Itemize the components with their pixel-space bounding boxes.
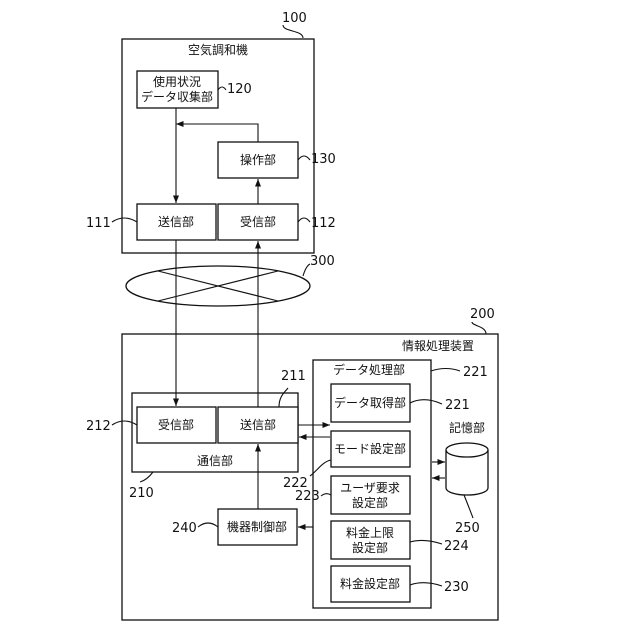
- ip-sender-label: 送信部: [240, 417, 276, 432]
- user-request-setting-line2: 設定部: [352, 495, 388, 510]
- storage-label: 記憶部: [449, 420, 485, 435]
- usage-data-collector-line2: データ収集部: [141, 89, 213, 104]
- usage-data-collector-ref: 120: [227, 82, 252, 97]
- ip-sender-ref: 211: [281, 369, 306, 384]
- operation-unit-ref: 130: [311, 152, 336, 167]
- data-acquisition-ref: 221: [445, 398, 470, 413]
- ac-sender-label: 送信部: [158, 214, 194, 229]
- info-processing-device-leader: [472, 322, 486, 334]
- air-conditioner-leader: [283, 25, 303, 38]
- air-conditioner-ref: 100: [282, 11, 307, 26]
- storage-ref: 250: [455, 521, 480, 536]
- communication-unit-label: 通信部: [197, 453, 233, 468]
- user-request-setting-line1: ユーザ要求: [340, 481, 400, 495]
- operation-unit-label: 操作部: [240, 152, 276, 167]
- ac-sender-ref: 111: [86, 216, 111, 231]
- data-processing-unit-ref: 221: [463, 365, 488, 380]
- fee-cap-setting-ref: 224: [444, 539, 469, 554]
- communication-unit-ref: 210: [129, 486, 154, 501]
- ip-receiver-ref: 212: [86, 419, 111, 434]
- data-processing-unit-title: データ処理部: [333, 362, 405, 377]
- usage-data-collector-line1: 使用状況: [153, 74, 201, 89]
- fee-cap-setting-line2: 設定部: [352, 540, 388, 555]
- ac-receiver-label: 受信部: [240, 214, 276, 229]
- data-acquisition-label: データ取得部: [334, 395, 406, 410]
- fee-setting-ref: 230: [444, 580, 469, 595]
- info-processing-device-title: 情報処理装置: [402, 339, 474, 353]
- info-processing-device-ref: 200: [470, 307, 495, 322]
- fee-setting-label: 料金設定部: [340, 576, 400, 591]
- info-processing-device-box: [122, 334, 498, 620]
- user-request-setting-ref: 223: [295, 489, 320, 504]
- air-conditioner-title: 空気調和機: [188, 42, 248, 57]
- ip-receiver-label: 受信部: [158, 417, 194, 432]
- storage-cylinder-top: [446, 443, 488, 457]
- fee-cap-setting-line1: 料金上限: [346, 525, 394, 540]
- device-control-unit-label: 機器制御部: [227, 519, 287, 534]
- device-control-unit-ref: 240: [172, 521, 197, 536]
- network-leader: [303, 264, 310, 276]
- network-ref: 300: [310, 254, 335, 269]
- mode-setting-label: モード設定部: [334, 441, 406, 456]
- ac-receiver-ref: 112: [311, 216, 336, 231]
